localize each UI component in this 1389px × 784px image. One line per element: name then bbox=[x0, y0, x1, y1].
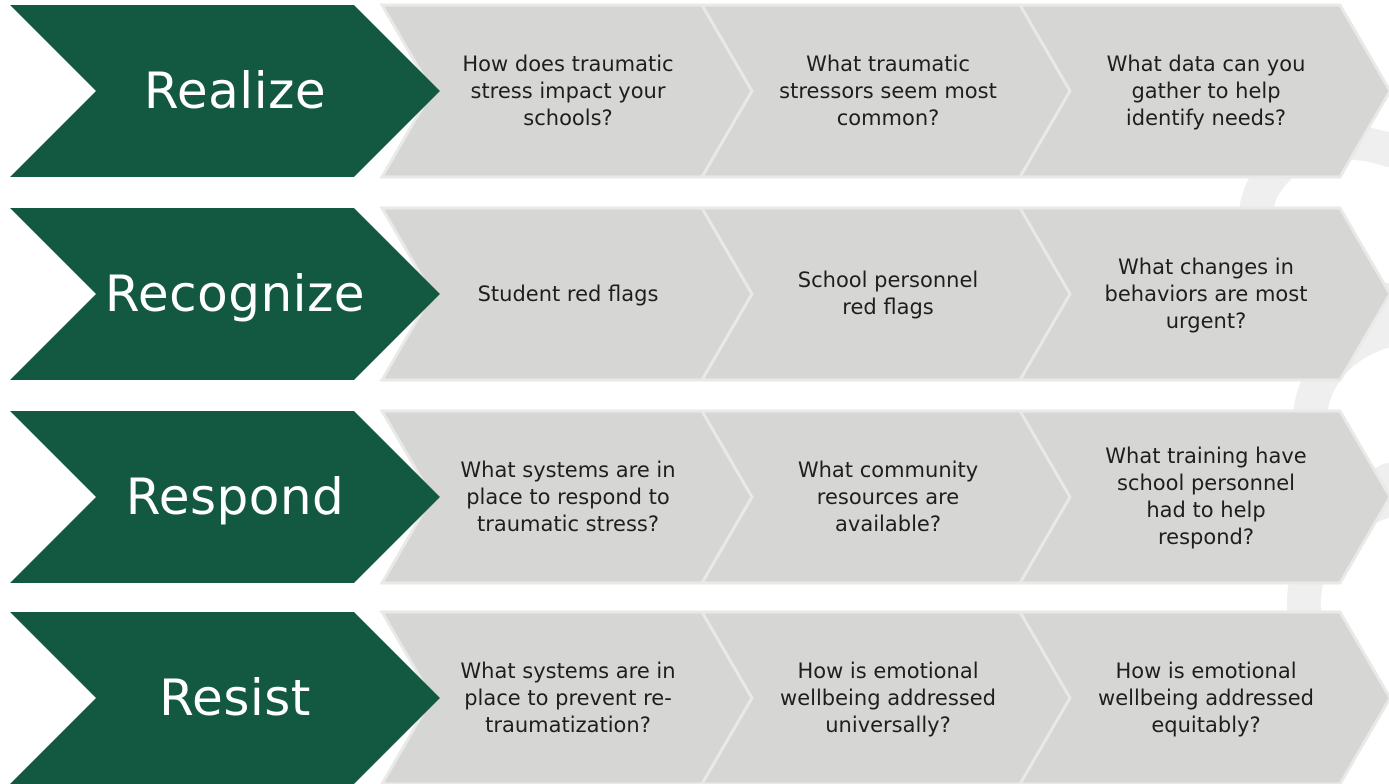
step-chevron bbox=[1017, 3, 1389, 179]
step-text: What training have school personnel had … bbox=[1105, 444, 1307, 549]
phase-label-resist: Resist bbox=[159, 669, 311, 727]
step-text: School personnel red flags bbox=[797, 268, 979, 319]
phase-chevron bbox=[10, 612, 440, 784]
phase-label-realize: Realize bbox=[143, 62, 327, 120]
phase-chevron bbox=[10, 411, 440, 583]
step-chevron bbox=[1017, 409, 1389, 585]
step-text: What data can you gather to help identif… bbox=[1106, 51, 1306, 130]
phase-chevron bbox=[10, 5, 440, 177]
step-text: What changes in behaviors are most urgen… bbox=[1104, 254, 1308, 333]
step-chevron bbox=[1017, 206, 1389, 382]
step-text: How does traumatic stress impact your sc… bbox=[462, 51, 674, 130]
phase-label-recognize: Recognize bbox=[104, 265, 366, 323]
step-text: What systems are in place to prevent re-… bbox=[460, 658, 676, 737]
phase-chevron bbox=[10, 208, 440, 380]
step-chevron bbox=[1017, 610, 1389, 784]
step-text: What community resources are available? bbox=[797, 457, 979, 536]
step-text: How is emotional wellbeing addressed uni… bbox=[780, 658, 996, 737]
phase-label-respond: Respond bbox=[125, 468, 345, 526]
step-text: Student red flags bbox=[477, 281, 659, 306]
step-text: What traumatic stressors seem most commo… bbox=[779, 51, 997, 130]
step-text: What systems are in place to respond to … bbox=[460, 457, 676, 536]
step-text: How is emotional wellbeing addressed equ… bbox=[1098, 658, 1314, 737]
